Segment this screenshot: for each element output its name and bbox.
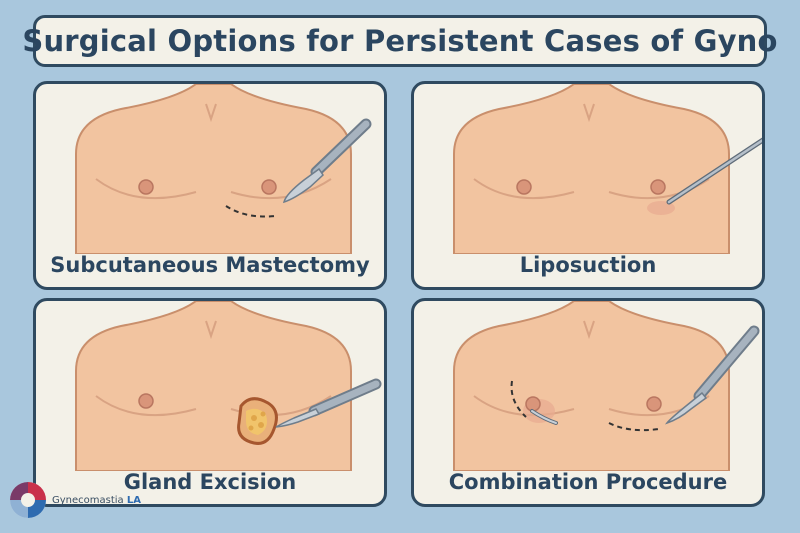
card-label: Subcutaneous Mastectomy bbox=[50, 253, 370, 277]
brand-logo: Gynecomastia LA bbox=[8, 478, 158, 522]
nipple-left bbox=[525, 396, 541, 412]
logo-text: Gynecomastia LA bbox=[52, 494, 141, 506]
torso-illustration bbox=[75, 84, 372, 254]
nipple-left bbox=[138, 393, 154, 409]
scalpel-icon bbox=[275, 378, 382, 428]
page-title: Surgical Options for Persistent Cases of… bbox=[22, 24, 778, 58]
nipple-right bbox=[261, 179, 277, 195]
card-combination-procedure: Combination Procedure bbox=[411, 298, 765, 507]
nipple-left bbox=[138, 179, 154, 195]
card-liposuction: Liposuction bbox=[411, 81, 765, 290]
scalpel-icon bbox=[664, 325, 760, 425]
scalpel-icon bbox=[282, 118, 372, 204]
card-label: Combination Procedure bbox=[448, 470, 728, 494]
incision-line-left bbox=[510, 380, 527, 418]
torso-illustration bbox=[75, 301, 382, 471]
nipple-right bbox=[650, 179, 666, 195]
card-gland-excision: Gland Excision bbox=[33, 298, 387, 507]
treatment-area bbox=[647, 201, 675, 215]
gland-tissue bbox=[237, 397, 278, 445]
card-label: Gland Excision bbox=[123, 470, 297, 494]
cannula-icon bbox=[530, 409, 558, 425]
incision-line bbox=[225, 205, 277, 218]
cannula-icon bbox=[666, 137, 762, 205]
card-label: Liposuction bbox=[519, 253, 657, 277]
torso-illustration bbox=[453, 301, 760, 471]
title-banner: Surgical Options for Persistent Cases of… bbox=[22, 15, 777, 67]
card-subcutaneous-mastectomy: Subcutaneous Mastectomy bbox=[33, 81, 387, 290]
nipple-left bbox=[516, 179, 532, 195]
incision-line-right bbox=[608, 422, 660, 432]
torso-illustration bbox=[453, 84, 762, 254]
logo-emblem-icon bbox=[10, 482, 46, 518]
nipple-right bbox=[646, 396, 662, 412]
